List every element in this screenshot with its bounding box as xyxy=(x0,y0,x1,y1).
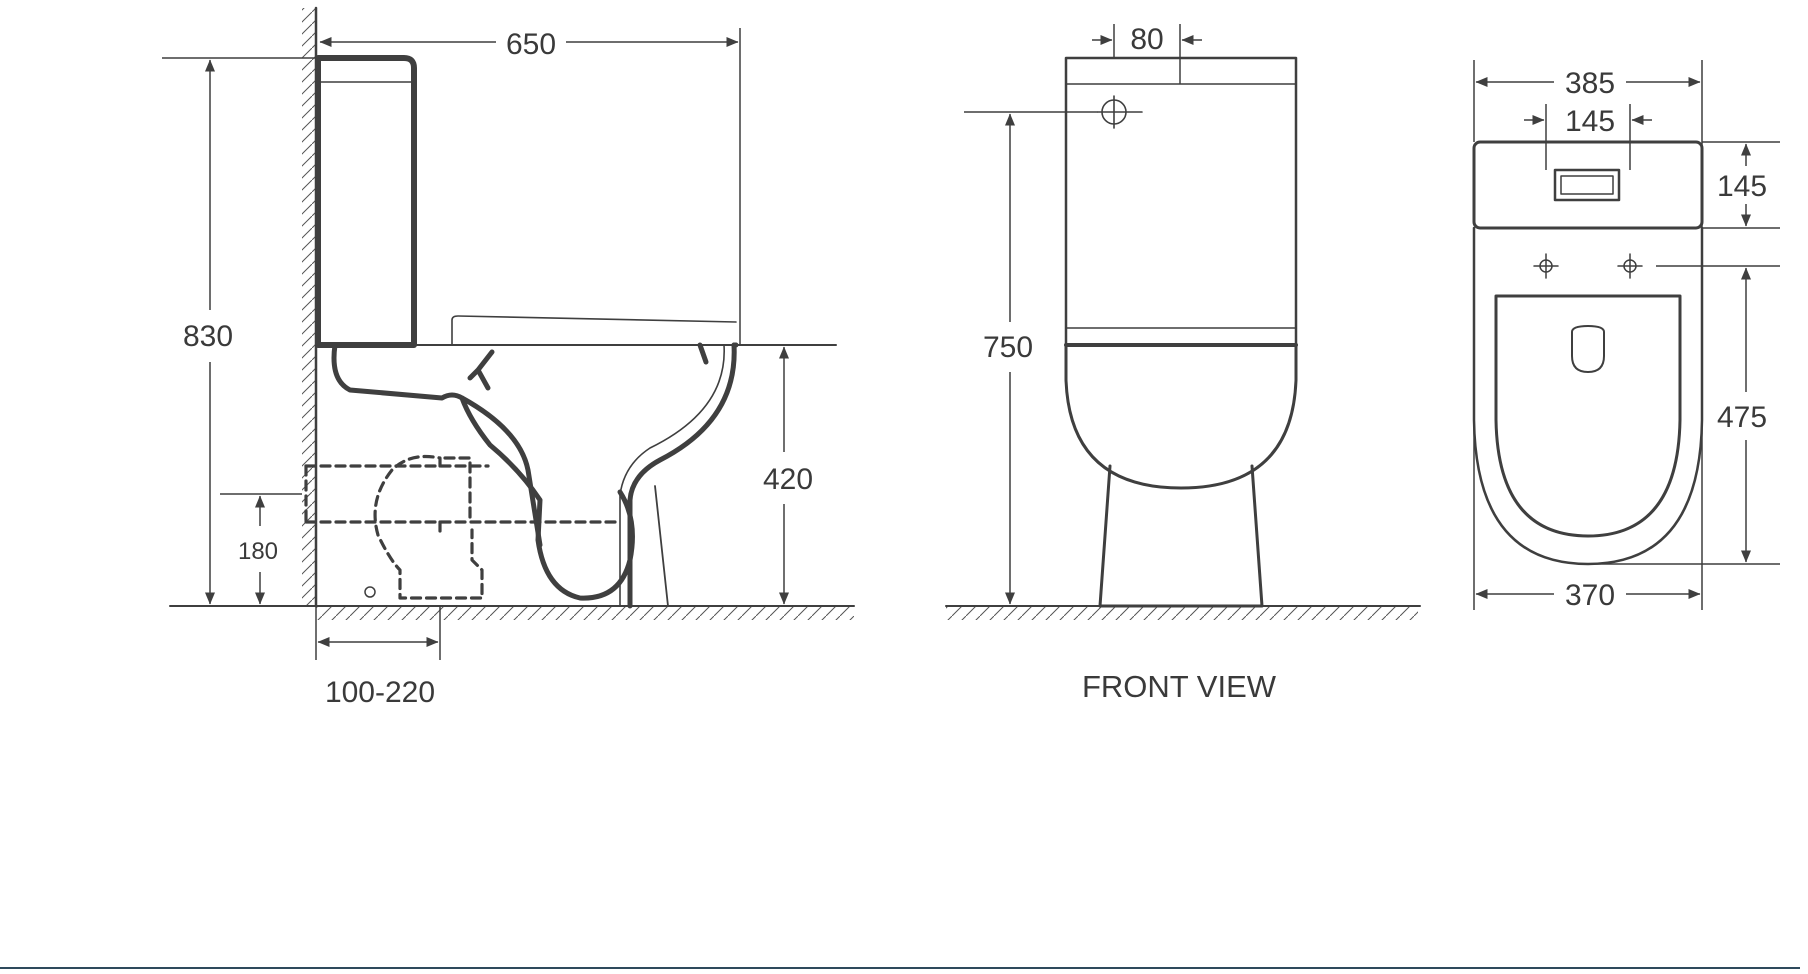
top-view-dimensions xyxy=(1473,60,1780,610)
cistern-top xyxy=(1472,140,1704,230)
wall xyxy=(302,6,318,608)
dim-750: 750 xyxy=(983,331,1033,364)
dim-650: 650 xyxy=(506,28,556,61)
dim-420: 420 xyxy=(763,463,813,496)
dim-80: 80 xyxy=(1130,23,1163,56)
front-view-caption: FRONT VIEW xyxy=(1082,669,1277,704)
top-view xyxy=(1472,140,1704,566)
cistern-front xyxy=(1064,56,1298,347)
bowl-top-outer xyxy=(1472,226,1704,566)
dim-385: 385 xyxy=(1565,67,1615,100)
floor-front xyxy=(945,605,1421,620)
dim-145-horizontal: 145 xyxy=(1565,105,1615,138)
drain-top xyxy=(1571,325,1605,373)
dim-830: 830 xyxy=(183,320,233,353)
floor-side xyxy=(169,605,855,620)
side-view xyxy=(169,6,855,620)
flush-button xyxy=(1553,168,1621,202)
dim-100-220: 100-220 xyxy=(325,676,435,709)
front-view-dimensions xyxy=(964,24,1202,605)
dim-475: 475 xyxy=(1717,401,1767,434)
fixing-holes xyxy=(1533,253,1643,279)
cistern-side xyxy=(315,55,417,348)
dim-370: 370 xyxy=(1565,579,1615,612)
outlet-dashed xyxy=(304,454,622,600)
dim-180: 180 xyxy=(238,538,278,565)
bowl-side-outer xyxy=(627,342,737,609)
dim-145-vertical: 145 xyxy=(1717,170,1767,203)
bowl-front xyxy=(1064,343,1298,490)
seat-top xyxy=(1494,294,1682,538)
side-view-dimensions xyxy=(162,28,789,660)
inlet-marker xyxy=(1097,95,1143,129)
seat-lid-side xyxy=(451,315,737,346)
front-view xyxy=(945,56,1421,620)
pedestal-front xyxy=(1098,464,1264,608)
